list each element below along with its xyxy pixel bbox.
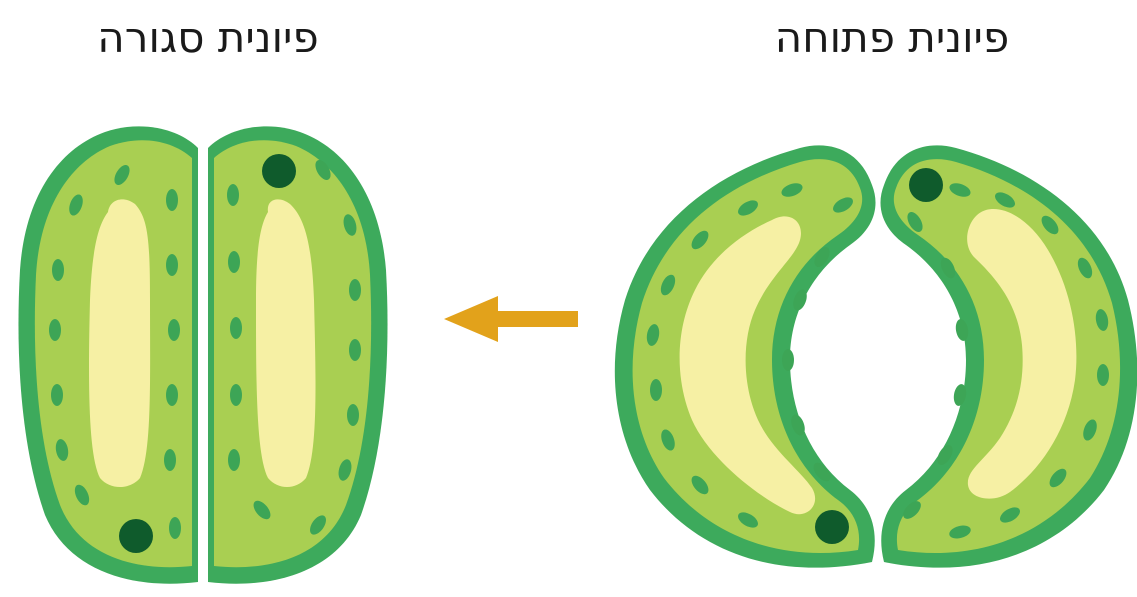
open-guard-cell-left (615, 145, 876, 567)
direction-arrow (444, 296, 578, 342)
nucleus (815, 510, 849, 544)
closed-stoma (18, 126, 387, 583)
open-guard-cell-right (880, 145, 1137, 567)
nucleus (119, 519, 153, 553)
open-stoma (615, 145, 1137, 567)
closed-guard-cell-right (208, 126, 388, 583)
vacuole (89, 199, 150, 487)
nucleus (262, 154, 296, 188)
vacuole (256, 199, 316, 487)
closed-guard-cell-left (18, 126, 198, 583)
nucleus (909, 168, 943, 202)
